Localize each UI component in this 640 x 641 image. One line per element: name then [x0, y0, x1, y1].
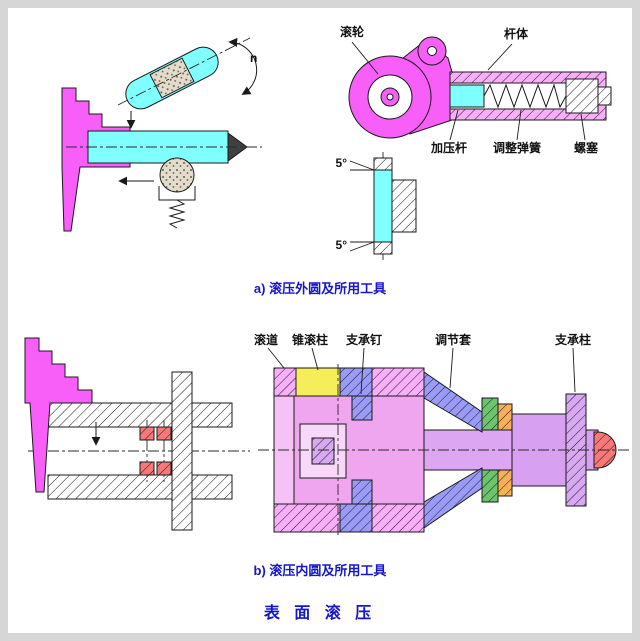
- axle-hole: [386, 93, 394, 101]
- lathe-chuck: [24, 337, 93, 493]
- adjust-spring-label: 调整弹簧: [493, 140, 541, 155]
- caption-b: b) 滚压内圆及所用工具: [254, 563, 387, 578]
- adjust-sleeve: [423, 467, 483, 529]
- cage-segment: [339, 367, 373, 397]
- taper-roller-label: 锥滚柱: [292, 332, 328, 347]
- diagram-b-workpiece: [24, 337, 250, 531]
- support-pin: [351, 479, 373, 505]
- head-inner-pin: [311, 437, 335, 465]
- internal-roller: [156, 461, 172, 476]
- diagram-a-workpiece: n: [61, 37, 262, 232]
- pressure-spring: [168, 199, 186, 229]
- rod-body-label: 杆体: [504, 26, 529, 41]
- roller-axis-line: [117, 37, 251, 106]
- angle-line: [349, 160, 375, 171]
- adjust-sleeve: [423, 371, 483, 433]
- cage-segment: [339, 503, 373, 533]
- tube-bottom-wall: [47, 474, 233, 500]
- angle-bottom-label: 5°: [336, 238, 348, 252]
- roller-rim-section: [373, 169, 393, 243]
- mount-block: [391, 179, 417, 233]
- leader-line: [360, 347, 365, 395]
- screw-plug-label: 螺塞: [574, 140, 599, 155]
- leader-line: [449, 109, 459, 141]
- diagram-b-tool: 滚道 锥滚柱 支承钉 调节套 支承柱: [254, 332, 632, 536]
- pressure-rod-label: 加压杆: [430, 140, 467, 155]
- lower-roller: [159, 157, 195, 193]
- bottom-support: [373, 240, 393, 255]
- page-title: 表 面 滚 压: [263, 603, 376, 622]
- lock-ring: [481, 397, 499, 431]
- support-pin: [351, 395, 373, 421]
- raceway-shell-segment: [371, 503, 425, 533]
- rotation-speed-label: n: [250, 51, 257, 65]
- raceway-shell-segment: [371, 367, 425, 397]
- raceway-shell-segment: [273, 503, 341, 533]
- taper-roller: [295, 367, 341, 397]
- internal-roller: [156, 426, 172, 441]
- leader-line: [311, 347, 319, 371]
- leader-line: [487, 43, 513, 71]
- top-support: [373, 157, 393, 172]
- diagram-a-tool: 滚轮 杆体 加压杆 调整弹簧 螺塞: [340, 24, 612, 155]
- rotation-arrow: [228, 37, 258, 95]
- internal-roller: [139, 426, 155, 441]
- internal-roller: [139, 461, 155, 476]
- raceway-label: 滚道: [254, 332, 278, 347]
- pressure-rod: [449, 84, 485, 108]
- caption-a: a) 滚压外圆及所用工具: [254, 281, 386, 296]
- support-pin-label: 支承钉: [345, 332, 382, 347]
- angle-line: [349, 241, 375, 252]
- pivot-pin-hole: [427, 46, 437, 56]
- raceway-shell-segment: [273, 367, 297, 397]
- leader-line: [516, 109, 522, 141]
- screw-plug: [565, 78, 599, 114]
- leader-line: [580, 113, 586, 141]
- screw-plug-stub: [597, 86, 612, 106]
- adjust-sleeve-label: 调节套: [435, 332, 472, 347]
- angle-top-label: 5°: [336, 156, 348, 170]
- spacer-ring: [497, 469, 513, 497]
- tool-flange: [171, 371, 193, 531]
- adjust-spring: [483, 83, 567, 109]
- leader-line: [351, 41, 379, 75]
- spacer-ring: [497, 403, 513, 431]
- leader-line: [449, 347, 454, 389]
- leader-line: [572, 347, 576, 393]
- tube-top-wall: [47, 402, 233, 428]
- lock-ring: [481, 469, 499, 503]
- support-column-label: 支承柱: [554, 332, 591, 347]
- diagram-a-roller-profile-detail: 5° 5°: [336, 152, 417, 260]
- leader-line: [267, 347, 285, 369]
- roller-wheel-label: 滚轮: [340, 24, 365, 39]
